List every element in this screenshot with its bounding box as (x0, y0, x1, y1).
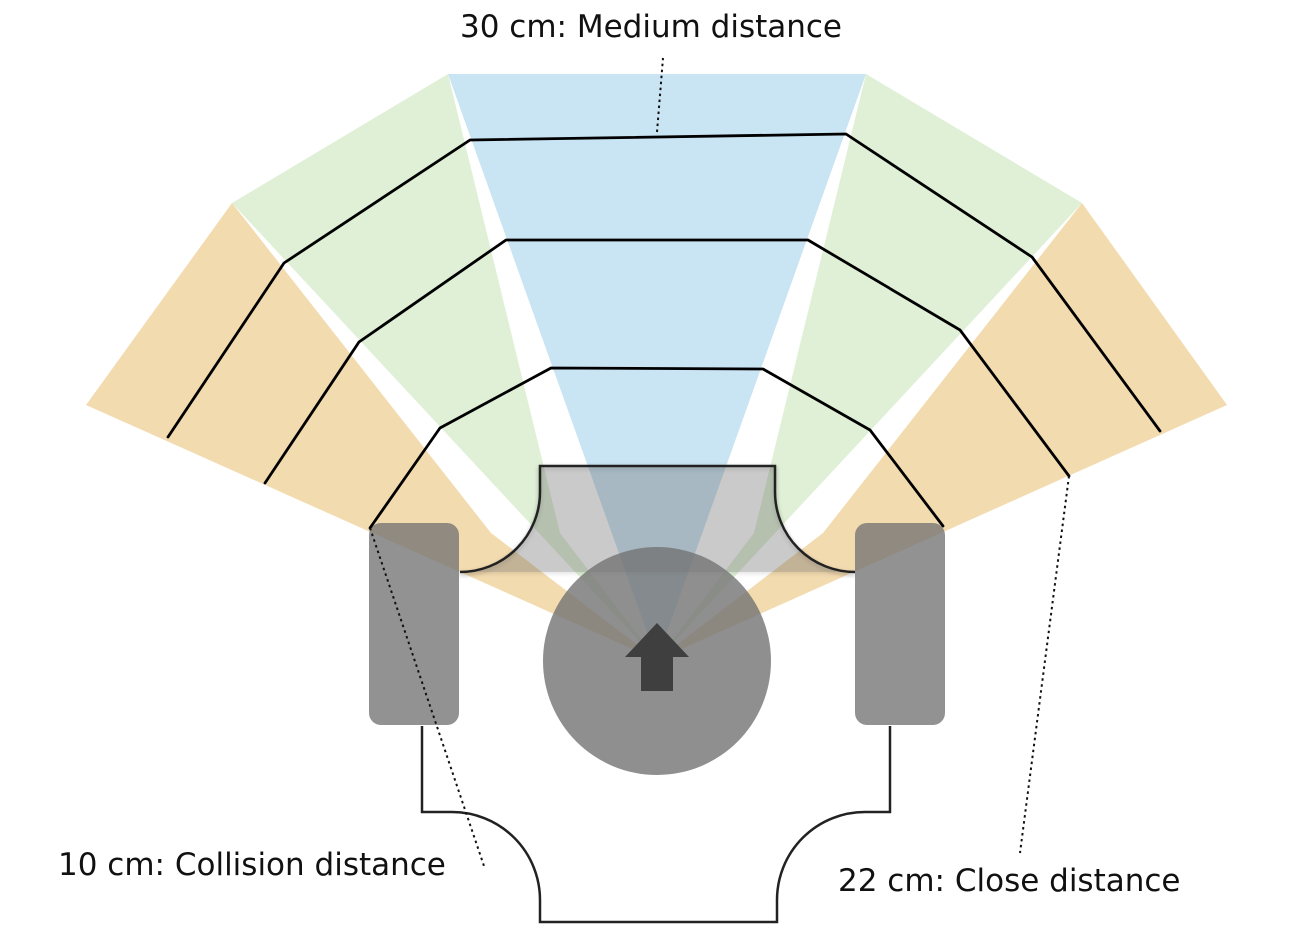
robot-body-contour (459, 464, 856, 574)
collision-distance-label: 10 cm: Collision distance (58, 847, 446, 883)
medium-distance-boundary (166, 132, 1162, 439)
left-wheel (369, 523, 459, 725)
left-side-zone (86, 203, 657, 660)
front-zone (448, 74, 866, 660)
collision-distance-boundary (368, 366, 945, 530)
up-arrow-icon (625, 623, 689, 691)
right-wheel (855, 523, 945, 725)
robot-chassis-outline (420, 726, 892, 924)
close-leader-line (1019, 475, 1070, 854)
leader-lines (369, 57, 1070, 867)
medium-distance-label: 30 cm: Medium distance (460, 9, 843, 45)
medium-leader-line (656, 57, 664, 133)
close-distance-label: 22 cm: Close distance (838, 863, 1181, 899)
close-distance-boundary (263, 238, 1071, 485)
right-side-zone (657, 203, 1227, 660)
distance-boundaries (166, 132, 1162, 530)
